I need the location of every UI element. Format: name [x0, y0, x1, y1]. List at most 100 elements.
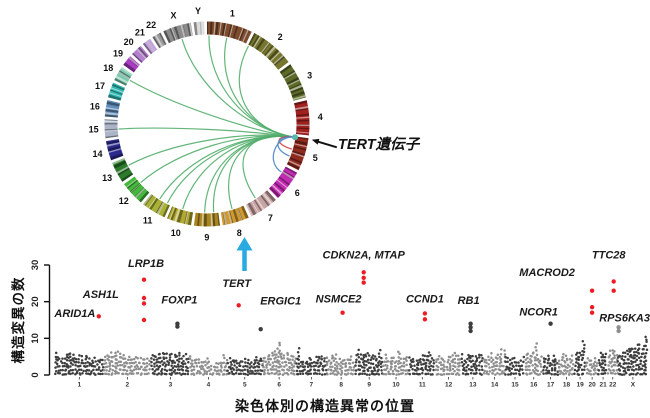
x-tick-label: X [631, 382, 636, 389]
gene-label: LRP1B [128, 258, 164, 270]
highlight-dot [589, 288, 595, 293]
gene-label: CDKN2A, MTAP [323, 249, 406, 261]
highlight-dot [468, 325, 473, 330]
x-tick-label: 20 [589, 382, 597, 389]
chromosome-arc [142, 38, 158, 55]
highlight-dot [422, 317, 428, 322]
cytoband-texture [286, 136, 309, 171]
chromosome-label: Y [195, 6, 201, 16]
cytoband-texture [143, 193, 171, 218]
gene-label: ASH1L [82, 289, 119, 301]
cytoband-texture [193, 212, 221, 227]
gene-label: NSMCE2 [316, 293, 362, 305]
highlight-dot [236, 303, 241, 308]
highlight-dot [141, 277, 147, 282]
up-arrow-icon [236, 237, 253, 271]
cytoband-texture [104, 119, 119, 139]
x-tick-label: 8 [339, 382, 343, 389]
x-tick-label: 17 [547, 382, 555, 389]
tert-arrow-icon [311, 138, 338, 149]
highlight-dot [616, 325, 621, 330]
rearrangement-link [181, 38, 296, 138]
chromosome-label: 15 [89, 124, 99, 134]
highlight-dot [589, 305, 595, 310]
highlight-dot [468, 321, 473, 326]
chromosome-label: 7 [268, 213, 273, 223]
x-tick-label: 6 [277, 382, 281, 389]
rearrangement-link [242, 135, 296, 199]
y-tick-label: 10 [30, 333, 41, 344]
highlight-dot [258, 327, 263, 332]
tert-anchor-point [292, 134, 298, 141]
cytoband-texture [108, 82, 126, 101]
chromosome-arc [193, 21, 205, 36]
chromosome-arc [104, 119, 119, 139]
chromosome-label: 1 [230, 8, 235, 18]
chromosome-label: 11 [143, 216, 153, 226]
highlight-dot [141, 295, 147, 301]
x-tick-label: 22 [609, 382, 617, 389]
highlight-dot [340, 310, 345, 315]
chromosome-label: X [170, 11, 176, 21]
chromosome-label: 3 [307, 70, 312, 80]
gene-label: TERT [222, 278, 252, 290]
chromosome-arc [268, 166, 298, 198]
chromosome-arc [105, 138, 124, 161]
gene-label: RPS6KA3 [599, 313, 650, 325]
x-tick-label: 16 [530, 382, 538, 389]
chromosome-label: 16 [90, 102, 100, 112]
cytoband-texture [279, 64, 306, 101]
chromosome-arc [286, 136, 309, 171]
x-tick-label: 12 [445, 382, 453, 389]
highlight-dot [589, 310, 595, 315]
rearrangement-link [272, 136, 296, 173]
x-tick-label: 7 [310, 382, 314, 389]
chromosome-arc [163, 22, 194, 44]
y-axis-label: 構造変異の数 [11, 276, 26, 364]
cytoband-texture [193, 21, 205, 36]
gene-label: CCND1 [406, 293, 444, 305]
chromosome-label: 21 [135, 28, 145, 38]
chromosome-label: 9 [204, 233, 209, 243]
x-tick-label: 15 [511, 382, 519, 389]
highlight-dot [611, 279, 616, 284]
highlight-dot [361, 270, 366, 275]
gene-label: ARID1A [53, 308, 95, 320]
cytoband-texture [142, 38, 158, 55]
x-tick-label: 10 [392, 382, 400, 389]
x-tick-label: 18 [563, 382, 571, 389]
chromosome-label: 8 [237, 228, 242, 238]
cytoband-texture [245, 190, 276, 217]
chromosome-arc [152, 32, 167, 49]
cytoband-texture [167, 206, 194, 226]
chromosome-label: 22 [146, 20, 156, 30]
gene-label: RB1 [458, 295, 480, 307]
chromosome-label: 4 [318, 112, 323, 122]
x-tick-label: 21 [599, 382, 607, 389]
chromosome-arc [143, 193, 171, 218]
cytoband-texture [104, 99, 121, 118]
gene-label: NCOR1 [519, 307, 558, 319]
x-tick-label: 9 [367, 382, 371, 389]
chromosome-arc [114, 67, 133, 86]
chromosome-arc [248, 33, 289, 70]
cytoband-texture [132, 45, 150, 64]
gene-label: TTC28 [592, 249, 627, 261]
highlight-dot [96, 314, 102, 319]
x-tick-label: 11 [419, 382, 426, 389]
chromosome-label: 14 [92, 149, 102, 159]
x-tick-label: 3 [169, 382, 173, 389]
chromosome-label: 18 [103, 63, 113, 73]
x-tick-label: 5 [243, 382, 247, 389]
cytoband-texture [279, 64, 306, 101]
cytoband-texture [294, 100, 310, 136]
cytoband-texture [294, 100, 310, 136]
highlight-dot [616, 328, 621, 334]
chromosome-label: 19 [113, 49, 123, 59]
chromosome-arc [206, 21, 252, 44]
tert-gene-label: TERT遺伝子 [338, 137, 420, 153]
